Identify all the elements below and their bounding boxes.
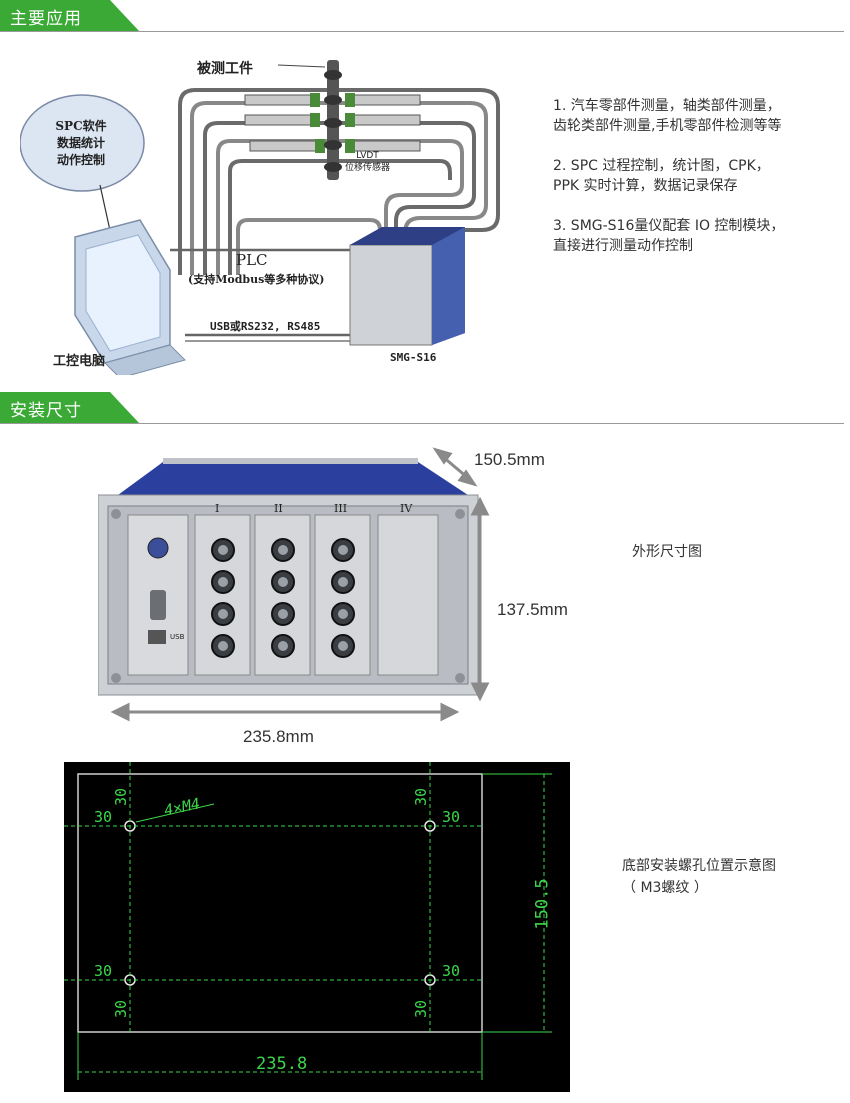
cad-offset-label: 30 — [442, 808, 461, 826]
usb-label: USB或RS232, RS485 — [210, 320, 321, 333]
cad-caption: 底部安装螺孔位置示意图 （ M3螺纹 ） — [622, 858, 776, 896]
cad-offset-label-vertical: 30 — [412, 999, 431, 1019]
pc-label: 工控电脑 — [53, 354, 106, 369]
device-label: SMG-S16 — [390, 351, 437, 364]
workpiece-label: 被测工件 — [197, 61, 253, 77]
section-header-installation: 安装尺寸 — [0, 392, 850, 424]
cad-offset-label: 30 — [94, 808, 113, 826]
cad-offset-label-vertical: 30 — [112, 999, 131, 1019]
plc-protocol-label: (支持Modbus等多种协议) — [188, 273, 325, 286]
section-title: 主要应用 — [10, 9, 82, 29]
plc-label: PLC — [236, 251, 268, 269]
section-divider — [0, 423, 844, 424]
cad-width-label: 235.8 — [256, 1054, 308, 1074]
cad-height-label: 150.5 — [532, 878, 553, 930]
software-label: SPC软件 数据统计 动作控制 — [55, 119, 107, 167]
width-dimension: 235.8mm — [243, 727, 314, 746]
smg-s16-device — [349, 227, 465, 346]
panel-label-2: II — [274, 502, 283, 515]
application-item: 1. 汽车零部件测量，轴类部件测量， 齿轮类部件测量,手机零部件检测等等 — [553, 98, 782, 134]
panel-label-4: IV — [400, 502, 413, 515]
panel-label-1: I — [215, 502, 220, 515]
application-diagram: 被测工件 SPC软件 数据统计 动作控制 LVDT 位移传感器 PLC (支持M… — [19, 45, 520, 379]
usb-port-label: USB — [170, 633, 185, 641]
application-list: 1. 汽车零部件测量，轴类部件测量， 齿轮类部件测量,手机零部件检测等等 2. … — [553, 96, 784, 256]
section-header-applications: 主要应用 — [0, 0, 850, 32]
cad-offset-label: 30 — [94, 962, 113, 980]
depth-dimension: 150.5mm — [474, 450, 545, 469]
cad-drawing: 30 30 30 30 30 30 30 30 4×M4 235.8 150.5 — [64, 762, 570, 1092]
outline-caption: 外形尺寸图 — [632, 544, 702, 560]
camshaft-workpiece — [324, 60, 342, 180]
lvdt-sensors — [244, 93, 421, 153]
diagram-graphic — [19, 60, 500, 379]
cad-offset-label: 30 — [442, 962, 461, 980]
section-divider — [0, 31, 844, 32]
software-bubble — [19, 94, 145, 192]
product-graphic — [97, 458, 479, 696]
cad-offset-label-vertical: 30 — [412, 787, 431, 807]
product-photo: I II III IV USB — [97, 450, 488, 710]
sensor-label: LVDT 位移传感器 — [345, 151, 391, 173]
industrial-pc — [74, 219, 186, 379]
application-item: 3. SMG-S16量仪配套 IO 控制模块， 直接进行测量动作控制 — [553, 218, 785, 254]
section-title: 安装尺寸 — [10, 401, 82, 421]
application-item: 2. SPC 过程控制，统计图，CPK， PPK 实时计算，数据记录保存 — [553, 158, 770, 194]
cad-graphic — [64, 762, 552, 1080]
cad-offset-label-vertical: 30 — [112, 787, 131, 807]
height-dimension: 137.5mm — [497, 600, 568, 619]
panel-label-3: III — [334, 502, 348, 515]
